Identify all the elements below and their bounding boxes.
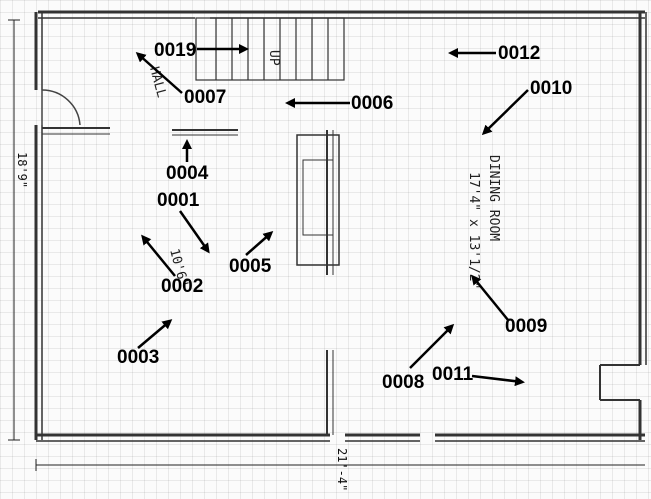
stair-up-label: UP <box>266 50 281 66</box>
side-dimension-label: 18'9" <box>15 152 29 188</box>
walls <box>34 10 647 442</box>
arrow-0002 <box>141 234 176 277</box>
callout-0008: 0008 <box>382 372 424 393</box>
arrow-0008 <box>409 323 455 369</box>
callout-0010: 0010 <box>530 78 572 99</box>
arrow-0001 <box>178 210 210 254</box>
arrow-0011 <box>471 374 525 387</box>
door-swing <box>41 89 81 126</box>
arrow-0005 <box>245 231 274 256</box>
dimension-lines <box>8 19 645 471</box>
room-name-label: DINING ROOM <box>486 155 501 241</box>
callout-0011: 0011 <box>432 364 474 385</box>
callout-0019: 0019 <box>154 40 196 61</box>
arrow-0010 <box>481 89 529 136</box>
callout-0001: 0001 <box>157 190 200 211</box>
bottom-dimension-label: 21'-4" <box>335 448 349 491</box>
callout-0006: 0006 <box>351 93 393 114</box>
callout-0002: 0002 <box>161 276 203 297</box>
callout-0007: 0007 <box>184 87 226 108</box>
callout-labels: 0019 0012 0007 0006 0010 0004 0001 0002 … <box>117 40 572 393</box>
callout-0009: 0009 <box>505 316 547 337</box>
callout-arrows <box>135 44 529 387</box>
callout-0005: 0005 <box>229 256 272 277</box>
callout-0004: 0004 <box>166 163 209 184</box>
callout-0003: 0003 <box>117 347 159 368</box>
arrow-0009 <box>471 274 509 321</box>
arrow-0003 <box>137 319 173 349</box>
room-size-label: 17'4" x 13'1/2" <box>466 172 481 289</box>
callout-0012: 0012 <box>498 43 540 64</box>
arrow-0007 <box>135 52 183 94</box>
